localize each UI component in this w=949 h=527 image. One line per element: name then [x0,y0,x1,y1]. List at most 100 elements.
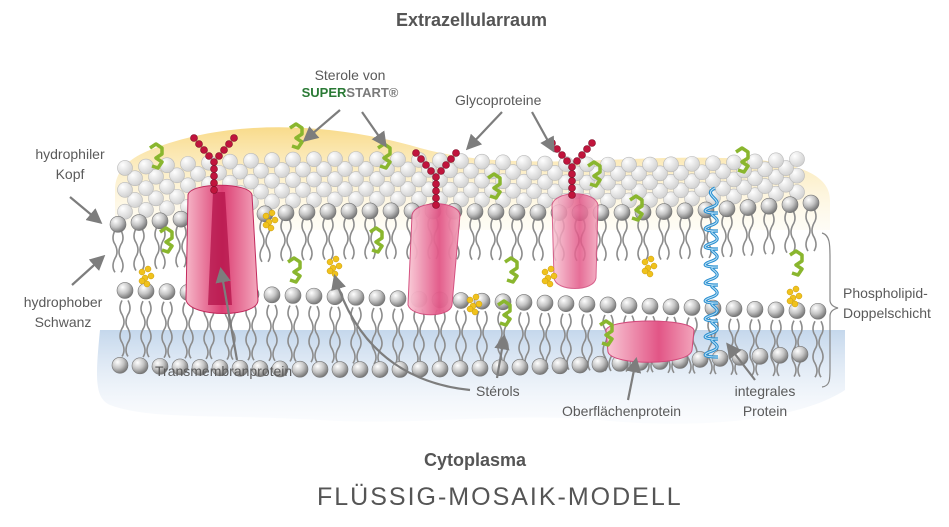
sterol-yellow [473,294,479,300]
sterol-yellow [551,273,557,279]
sugar-unit [453,150,460,157]
sugar-unit [216,153,223,160]
label-integrales-protein: integrales Protein [715,383,815,420]
sterol-yellow [139,269,145,275]
lipid-head [664,157,679,172]
label-hydrophiler-line1: hydrophiler [20,146,120,163]
lipid-head [614,204,630,220]
lipid-head [286,152,301,167]
sugar-unit [428,168,435,175]
lipid-head [517,155,532,170]
sugar-unit [211,187,218,194]
sterol-yellow [467,306,473,312]
lipid-head [118,182,133,197]
lipid-head [131,215,147,231]
lipid-head [139,159,154,174]
sugar-unit [438,168,445,175]
sterol-yellow [476,301,482,307]
brand-logo: SUPERSTART® [300,84,400,101]
sterol-yellow [548,266,554,272]
sugar-unit [443,162,450,169]
label-sterols: Stérols [476,383,520,400]
lipid-head [663,299,679,315]
lipid-head [112,357,128,373]
sterol-yellow [648,256,654,262]
lipid-head [803,195,819,211]
surface-protein [606,321,694,362]
lipid-head [372,362,388,378]
lipid-head [244,153,259,168]
label-oberflaechenprotein: Oberflächenprotein [562,403,681,420]
sterol-yellow [269,210,275,216]
sugar-unit [201,147,208,154]
sugar-unit [554,146,561,153]
lipid-head [592,356,608,372]
brand-super: SUPER [302,85,347,100]
lipid-head [223,154,238,169]
lipid-head [537,295,553,311]
sugar-unit [211,180,218,187]
sugar-unit [569,171,576,178]
lipid-head [292,361,308,377]
sterol-yellow [336,263,342,269]
sugar-unit [433,195,440,202]
lipid-head [747,301,763,317]
sugar-unit [579,152,586,159]
sugar-unit [211,166,218,173]
sugar-unit [569,164,576,171]
lipid-head [467,204,483,220]
label-sterole-von: Sterole von SUPERSTART® [300,67,400,101]
lipid-head [312,361,328,377]
sterol-yellow [263,222,269,228]
lipid-head [552,358,568,374]
lipid-head [472,360,488,376]
sterol-green [288,258,300,282]
lipid-head [475,154,490,169]
lipid-head [643,157,658,172]
sugar-unit [569,192,576,199]
lipid-head [642,298,658,314]
lipid-head [452,361,468,377]
label-transmembranprotein: Transmembranprotein [155,363,292,380]
sterol-yellow [793,286,799,292]
lipid-head [512,359,528,375]
sterol-yellow [542,278,548,284]
lipid-head [362,203,378,219]
sugar-unit [569,178,576,185]
sterol-yellow [642,268,648,274]
lipid-head [530,204,546,220]
lipid-head [509,204,525,220]
lipid-head [768,302,784,318]
diagram-title: FLÜSSIG-MOSAIK-MODELL [317,483,683,512]
header-extrazellularraum: Extrazellularraum [396,10,547,31]
arrow-tail [72,257,103,285]
lipid-tail [119,230,123,272]
sugar-unit [423,162,430,169]
sugar-unit [221,147,228,154]
lipid-head [328,152,343,167]
label-hydrophober-line1: hydrophober [8,294,118,311]
lipid-head [352,362,368,378]
lipid-head [110,216,126,232]
sterol-yellow [787,289,793,295]
lipid-head [719,201,735,217]
sterol-yellow [327,259,333,265]
label-integrales-line1: integrales [715,383,815,400]
sugar-unit [569,185,576,192]
sugar-unit [226,141,233,148]
lipid-head [299,204,315,220]
sterol-yellow [327,268,333,274]
lipid-head [332,362,348,378]
sugar-unit [231,135,238,142]
lipid-head [769,153,784,168]
lipid-head [453,293,469,309]
lipid-head [685,156,700,171]
lipid-head [306,288,322,304]
lipid-head [772,347,788,363]
label-hydrophiler-kopf: hydrophiler Kopf [20,146,120,183]
lipid-head [572,357,588,373]
sterol-yellow [642,259,648,265]
lipid-head [181,156,196,171]
sugar-unit [433,202,440,209]
